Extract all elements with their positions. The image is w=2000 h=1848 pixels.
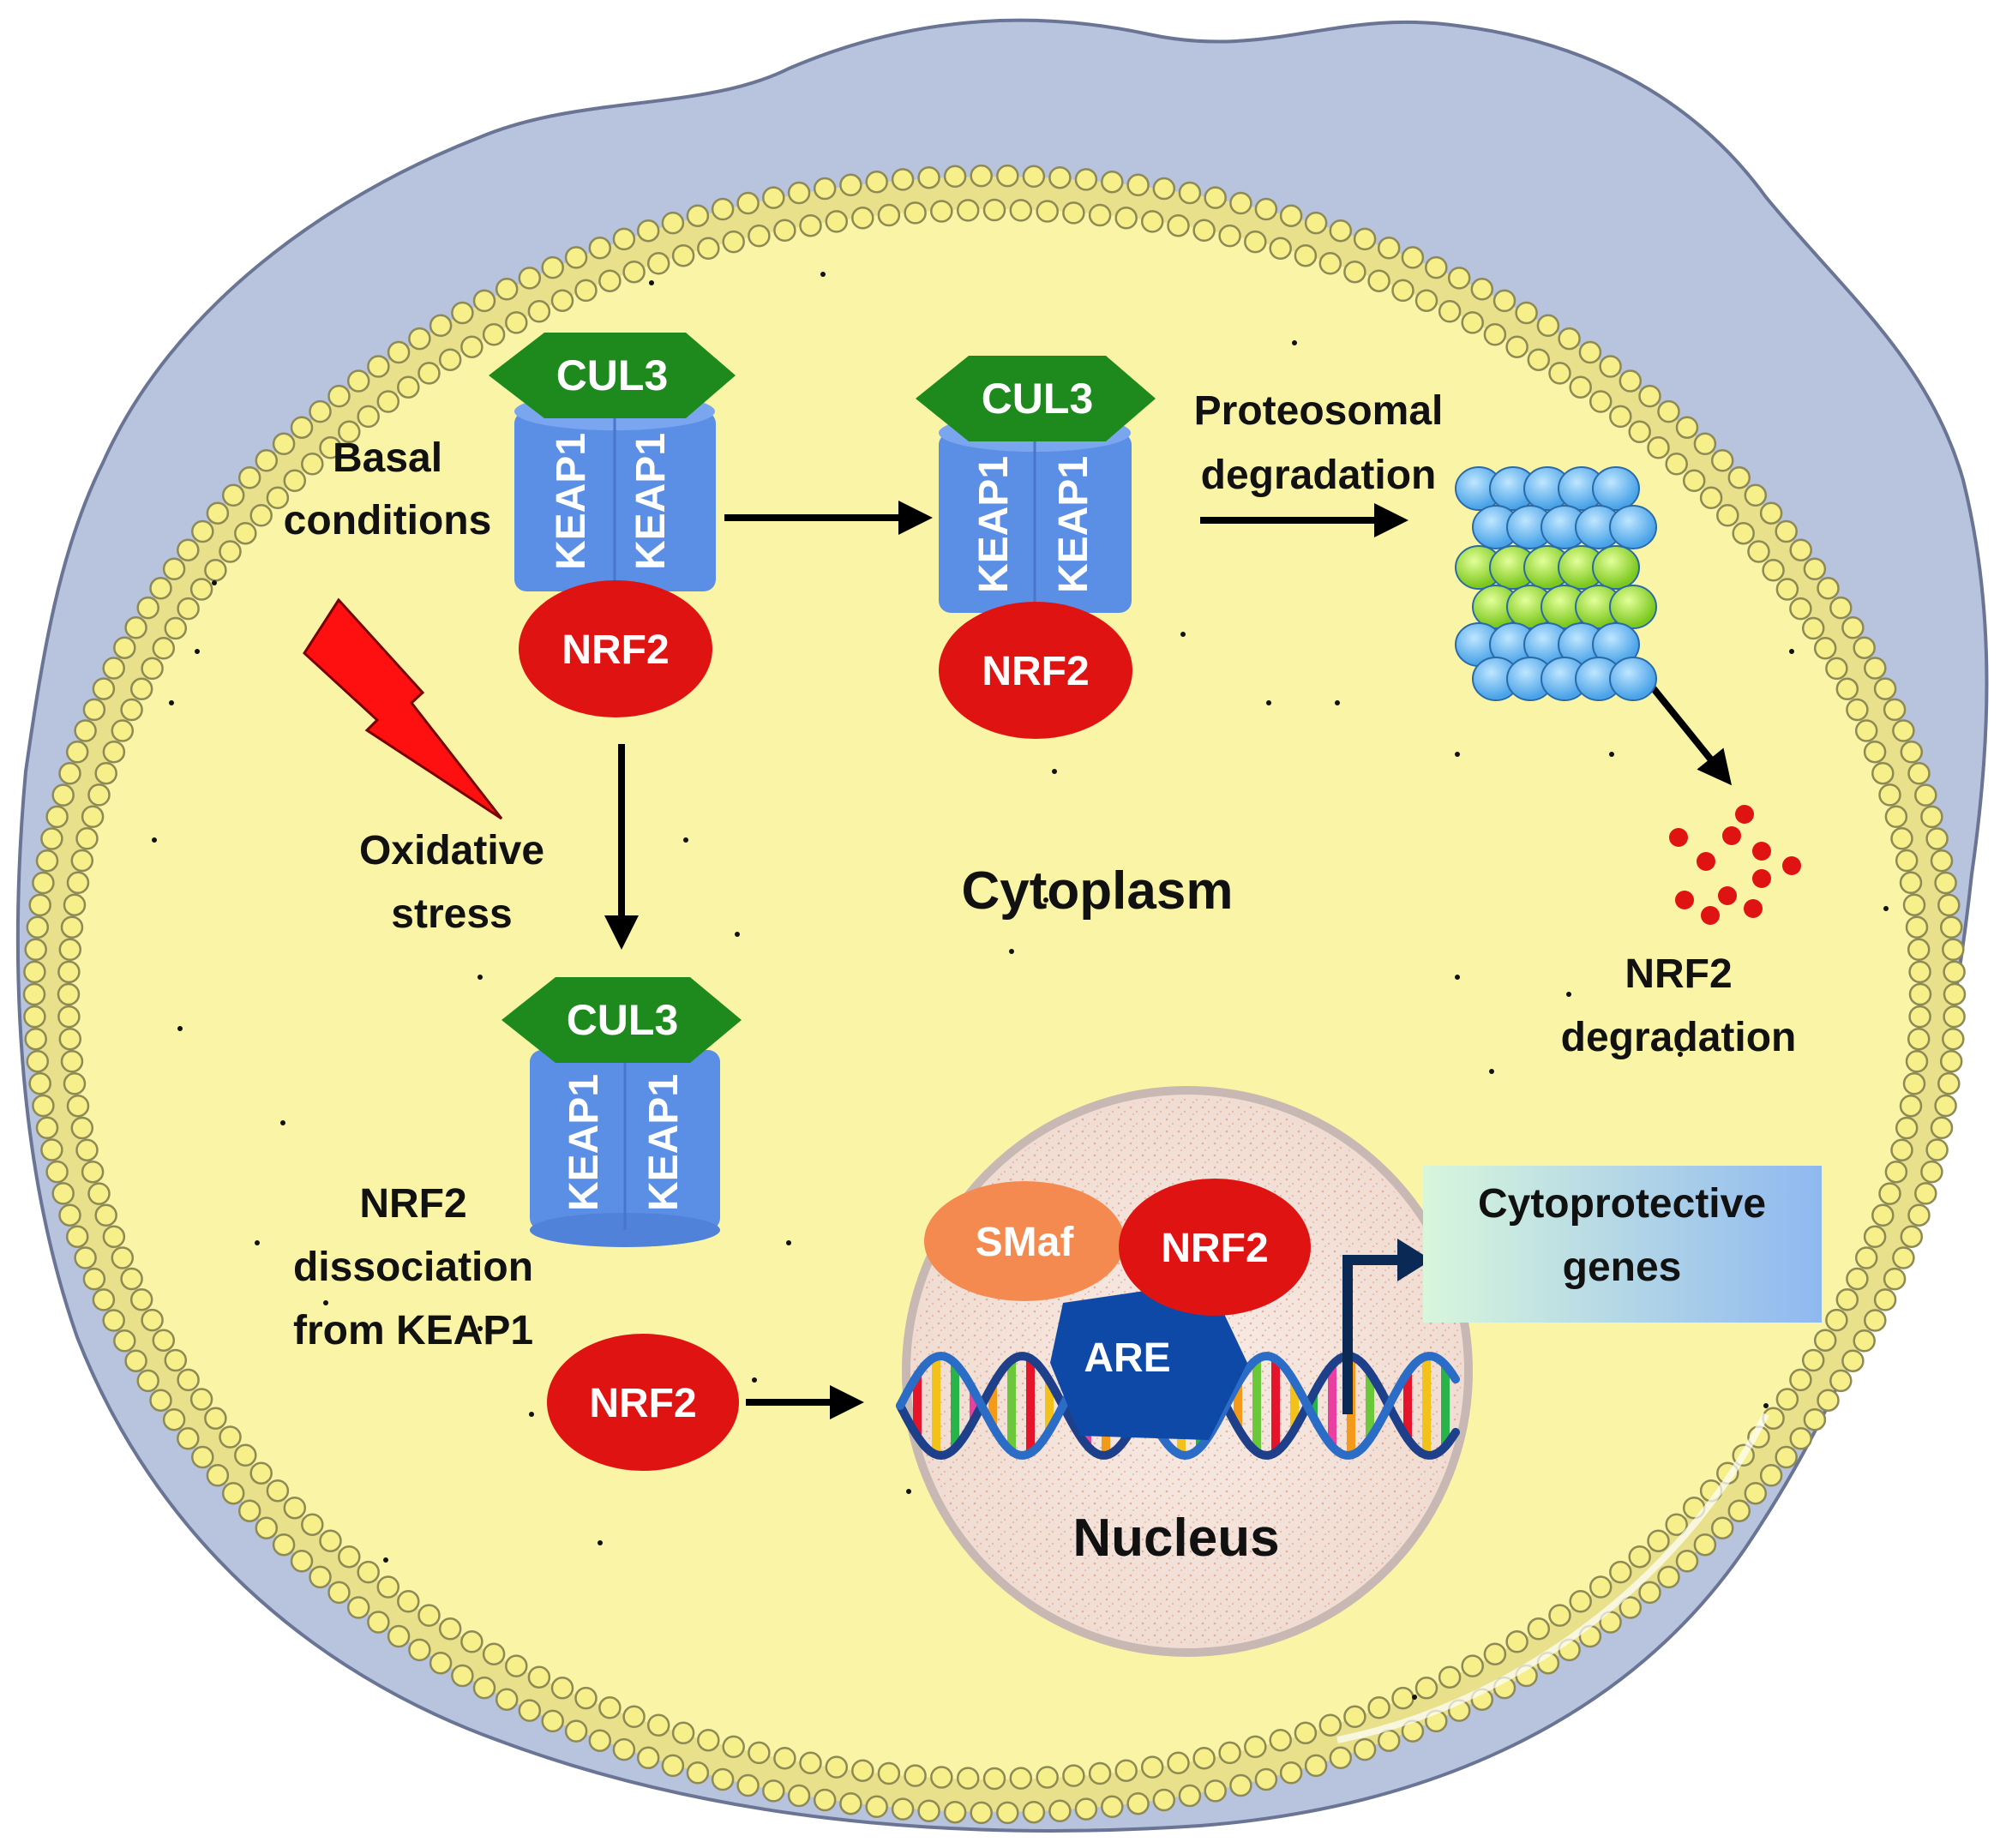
nrf2-degradation-label: degradation [1561, 1015, 1797, 1060]
cul3-label: CUL3 [567, 996, 679, 1044]
complex-dissociated: KEAP1 KEAP1 CUL3 [502, 977, 742, 1247]
cul3-label: CUL3 [556, 351, 669, 399]
dissociation-label: dissociation [293, 1245, 533, 1290]
cul3-hexagon [502, 977, 742, 1063]
nrf2-oval [939, 602, 1132, 739]
oxidative-stress-label: Oxidative [359, 828, 544, 873]
nuclear-nrf2-oval [1119, 1179, 1311, 1316]
dissociation-label: from KEAP1 [293, 1308, 533, 1353]
complex-degradation-bound: KEAP1 KEAP1 CUL3 NRF2 [916, 356, 1156, 739]
keap1-label: KEAP1 [562, 1074, 607, 1211]
free-nrf2-label: NRF2 [589, 1381, 696, 1426]
nrf2-label: NRF2 [562, 627, 669, 673]
transcription-arrow-icon [1342, 1255, 1397, 1414]
cytoprotective-label: genes [1563, 1245, 1682, 1290]
cul3-label: CUL3 [982, 375, 1094, 423]
are-label: ARE [1084, 1335, 1170, 1381]
basal-label: conditions [284, 498, 492, 543]
cytoprotective-label: Cytoprotective [1478, 1181, 1766, 1227]
keap1-dimer: KEAP1 KEAP1 [514, 393, 716, 591]
cul3-hexagon [489, 333, 736, 418]
nucleus-label: Nucleus [1072, 1509, 1279, 1568]
basal-label: Basal [333, 435, 442, 481]
nuclear-nrf2-label: NRF2 [1161, 1226, 1268, 1271]
smaf-oval [924, 1181, 1125, 1301]
cell-membrane [22, 164, 1967, 1825]
oxidative-stress-bolt-icon [303, 597, 503, 820]
nrf2-oval [519, 580, 712, 717]
complex-basal: KEAP1 KEAP1 CUL3 NRF2 [489, 333, 736, 717]
are-element [1050, 1281, 1247, 1440]
dissociation-label: NRF2 [359, 1181, 466, 1227]
keap1-label: KEAP1 [549, 433, 594, 570]
cul3-hexagon [916, 356, 1156, 441]
proteasomal-label: Proteosomal [1194, 388, 1444, 434]
nrf2-degradation-label: NRF2 [1625, 951, 1732, 997]
nrf2-fragments [1669, 805, 1801, 925]
cytoprotective-genes-box [1423, 1166, 1822, 1323]
free-nrf2-oval [547, 1334, 739, 1471]
keap1-label: KEAP1 [628, 433, 674, 570]
proteasome-icon [1455, 466, 1657, 701]
oxidative-stress-label: stress [391, 891, 512, 937]
keap1-label: KEAP1 [641, 1074, 687, 1211]
keap1-label: KEAP1 [971, 456, 1017, 593]
membrane-highlight [1336, 1413, 1769, 1743]
transcription-arrow-head [1397, 1239, 1432, 1281]
nrf2-label: NRF2 [982, 649, 1089, 694]
keap1-label: KEAP1 [1051, 456, 1096, 593]
smaf-label: SMaf [976, 1220, 1075, 1265]
proteasomal-label: degradation [1201, 453, 1437, 498]
cytoplasm-label: Cytoplasm [962, 861, 1234, 921]
